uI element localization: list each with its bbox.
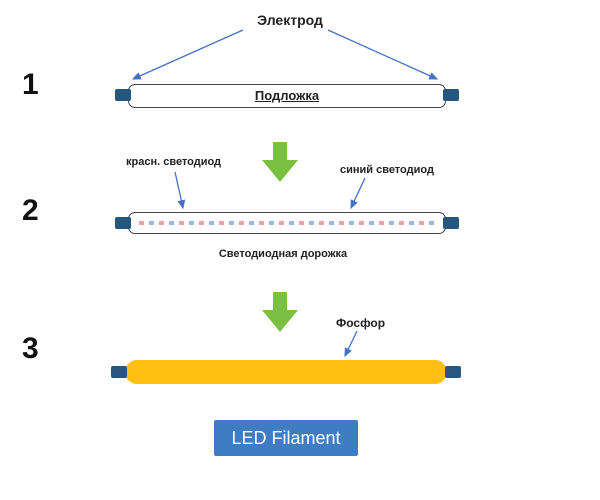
substrate-label: Подложка (254, 88, 320, 103)
step-1-number: 1 (22, 68, 39, 101)
substrate-bar: Подложка (115, 84, 459, 108)
electrode-cap-right (443, 217, 459, 229)
led-track-bar (115, 212, 459, 234)
phosphor-label: Фосфор (336, 316, 386, 330)
blue-led-arrow (350, 177, 366, 210)
electrode-cap-right (443, 89, 459, 101)
led-filament-caption: LED Filament (214, 420, 358, 456)
led-track-label: Светодиодная дорожка (218, 248, 348, 260)
electrode-arrow-left (131, 29, 244, 80)
electrode-cap-right (445, 366, 461, 378)
electrode-cap-left (115, 217, 131, 229)
red-led-arrow (174, 171, 186, 210)
electrode-arrow-right (327, 29, 439, 80)
phosphor-bar (111, 360, 461, 384)
process-arrow-down-1 (262, 142, 298, 182)
electrode-label: Электрод (257, 12, 323, 28)
red-led-label: красн. светодиод (126, 156, 222, 168)
led-strip (139, 221, 435, 225)
step-3-number: 3 (22, 332, 39, 365)
process-arrow-down-2 (262, 292, 298, 332)
phosphor-arrow (344, 330, 358, 358)
electrode-cap-left (111, 366, 127, 378)
electrode-cap-left (115, 89, 131, 101)
step-2-number: 2 (22, 194, 39, 227)
blue-led-label: синий светодиод (340, 164, 434, 176)
